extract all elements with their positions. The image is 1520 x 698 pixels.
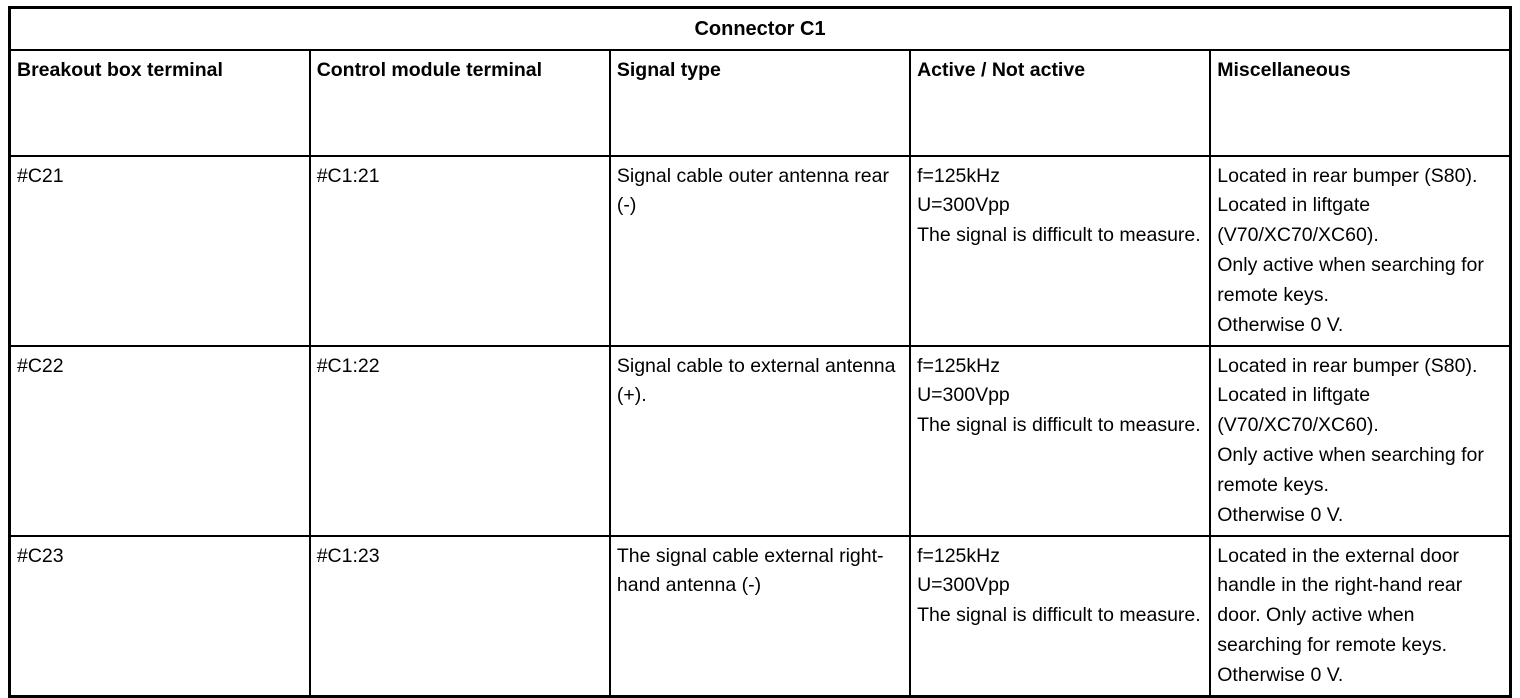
table-row: #C23 #C1:23 The signal cable external ri… xyxy=(8,534,1512,698)
cell-control-module-terminal: #C1:21 xyxy=(308,154,611,347)
table-title: Connector C1 xyxy=(8,6,1512,51)
cell-signal-type: Signal cable to external antenna (+). xyxy=(608,344,912,537)
table-row: #C22 #C1:22 Signal cable to external ant… xyxy=(8,344,1512,537)
cell-breakout-box-terminal: #C21 xyxy=(8,154,311,347)
cell-active-not-active: f=125kHz U=300Vpp The signal is difficul… xyxy=(909,344,1212,537)
cell-signal-type: The signal cable external right-hand ant… xyxy=(608,534,912,698)
cell-miscellaneous: Located in the external door handle in t… xyxy=(1209,534,1512,698)
document-page: Connector C1 Breakout box terminal Contr… xyxy=(8,6,1512,698)
column-header-signal-type: Signal type xyxy=(608,48,912,157)
table-title-row: Connector C1 xyxy=(8,6,1512,51)
cell-signal-type: Signal cable outer antenna rear (-) xyxy=(608,154,912,347)
connector-signal-table: Connector C1 Breakout box terminal Contr… xyxy=(8,6,1512,698)
column-header-control-module-terminal: Control module terminal xyxy=(308,48,611,157)
cell-active-not-active: f=125kHz U=300Vpp The signal is difficul… xyxy=(909,534,1212,698)
column-header-breakout-box-terminal: Breakout box terminal xyxy=(8,48,311,157)
cell-miscellaneous: Located in rear bumper (S80). Located in… xyxy=(1209,154,1512,347)
cell-breakout-box-terminal: #C22 xyxy=(8,344,311,537)
cell-breakout-box-terminal: #C23 xyxy=(8,534,311,698)
cell-miscellaneous: Located in rear bumper (S80). Located in… xyxy=(1209,344,1512,537)
table-body: #C21 #C1:21 Signal cable outer antenna r… xyxy=(8,154,1512,698)
table-row: #C21 #C1:21 Signal cable outer antenna r… xyxy=(8,154,1512,347)
table-header-row: Breakout box terminal Control module ter… xyxy=(8,48,1512,157)
cell-active-not-active: f=125kHz U=300Vpp The signal is difficul… xyxy=(909,154,1212,347)
column-header-active-not-active: Active / Not active xyxy=(909,48,1212,157)
column-header-miscellaneous: Miscellaneous xyxy=(1209,48,1512,157)
cell-control-module-terminal: #C1:23 xyxy=(308,534,611,698)
table-head: Connector C1 Breakout box terminal Contr… xyxy=(8,6,1512,157)
cell-control-module-terminal: #C1:22 xyxy=(308,344,611,537)
